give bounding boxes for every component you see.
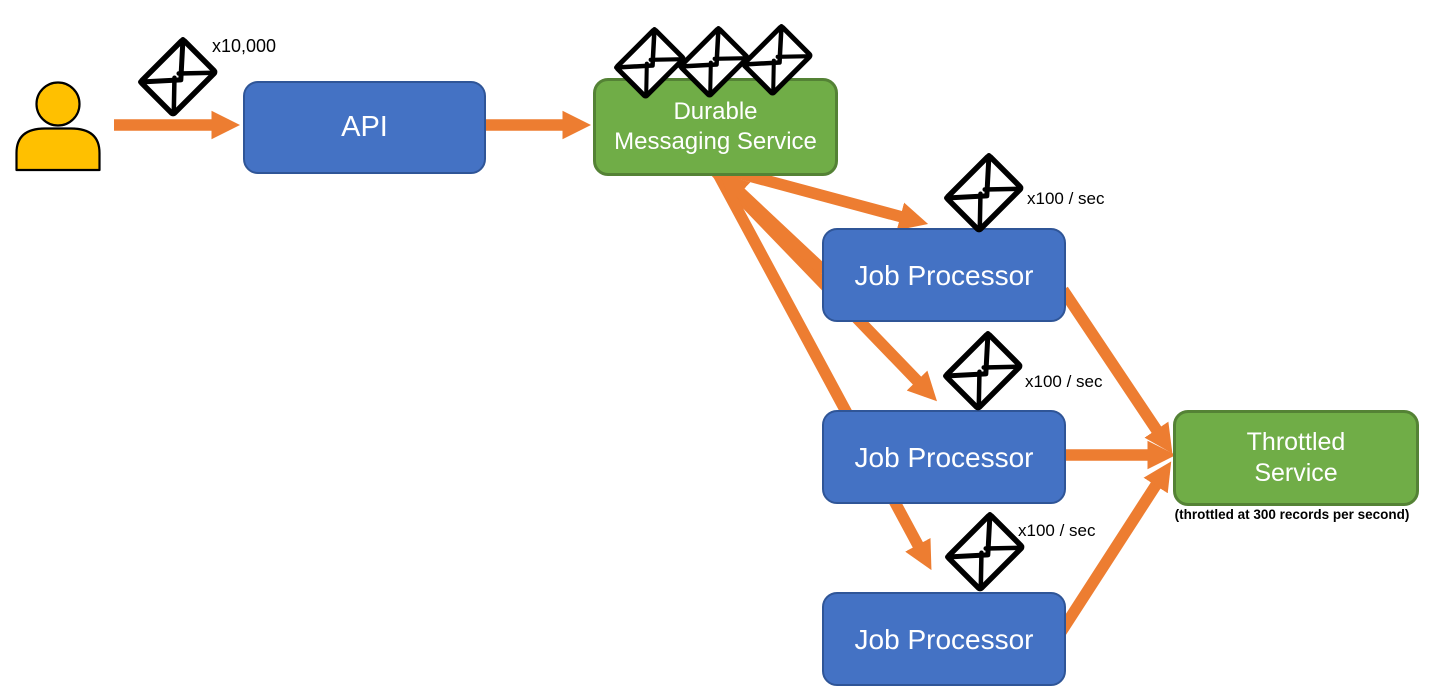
node-api-label: API	[341, 111, 388, 144]
input-rate-label: x10,000	[212, 36, 277, 56]
job-processor-2-rate-label: x100 / sec	[1025, 372, 1103, 391]
node-dms-label-line2: Messaging Service	[614, 128, 817, 155]
node-job-processor-2-label: Job Processor	[854, 441, 1034, 473]
arrow-job-processor-3-to-throttled-service	[1056, 461, 1172, 636]
envelope-icon	[948, 515, 1023, 590]
node-dms-label-line1: Durable	[673, 98, 758, 125]
node-throttled-service-label-line2: Service	[1254, 459, 1338, 487]
throttled-service-caption: (throttled at 300 records per second)	[1174, 507, 1410, 522]
job-processor-3-rate-label: x100 / sec	[1018, 521, 1096, 540]
envelope-icon	[947, 156, 1022, 231]
job-processor-1-rate-label: x100 / sec	[1027, 189, 1105, 208]
arrow-job-processor-1-to-throttled-service	[1058, 286, 1173, 454]
person-icon	[15, 81, 101, 172]
node-throttled-service: Throttled Service	[1173, 410, 1419, 506]
node-job-processor-1: Job Processor	[822, 228, 1066, 322]
node-job-processor-3: Job Processor	[822, 592, 1066, 686]
node-durable-messaging-service: Durable Messaging Service	[593, 78, 838, 176]
node-job-processor-3-label: Job Processor	[854, 623, 1034, 655]
node-job-processor-1-label: Job Processor	[854, 259, 1034, 291]
node-throttled-service-label-line1: Throttled	[1246, 427, 1346, 456]
node-job-processor-2: Job Processor	[822, 410, 1066, 504]
envelope-icon	[946, 334, 1021, 409]
arrow-job-processor-1-to-messaging-service	[719, 173, 828, 276]
node-api: API	[243, 81, 486, 174]
envelope-icon	[141, 40, 216, 115]
